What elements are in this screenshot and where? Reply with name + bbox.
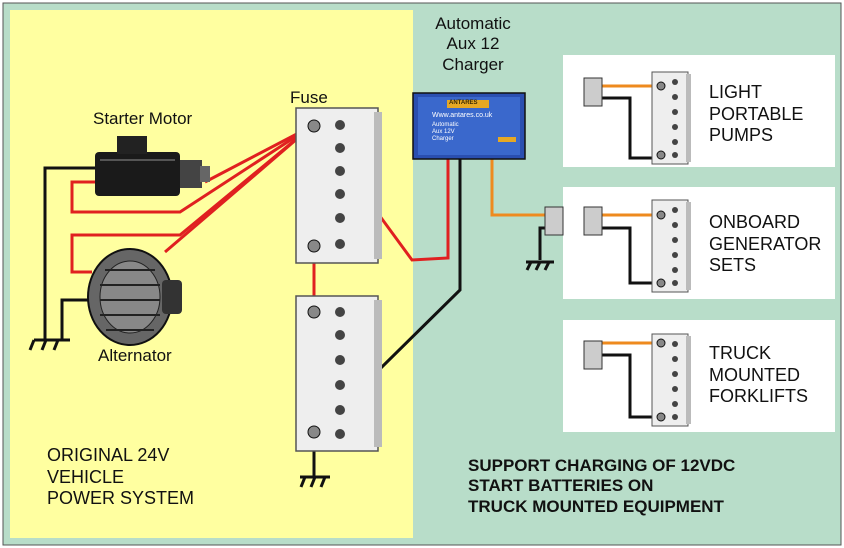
- battery-upper: [295, 107, 382, 264]
- pumps-battery: [651, 71, 691, 165]
- alternator: [87, 248, 182, 346]
- aux-charger: [412, 92, 526, 160]
- charger-brand: ANTARES: [449, 100, 478, 106]
- charger-desc: Automatic Aux 12V Charger: [432, 122, 459, 142]
- orange-wires: [490, 84, 660, 345]
- ground-symbol: [525, 260, 554, 271]
- forklifts-neg-wire: [602, 353, 660, 419]
- forklifts-connector: [583, 340, 603, 370]
- equipment-panel-forklifts: [563, 320, 835, 432]
- generators-neg-wire: [602, 226, 660, 285]
- charger-title: Automatic Aux 12 Charger: [435, 14, 511, 74]
- ground-symbols: [28, 260, 554, 488]
- alternator-red-wire-1: [70, 124, 313, 274]
- junction-connector: [544, 206, 564, 236]
- connector-blocks: [544, 77, 603, 370]
- equipment-label-forklifts: TRUCK MOUNTED FORKLIFTS: [709, 343, 809, 407]
- ground-symbol: [28, 338, 70, 351]
- generators-battery: [651, 199, 691, 293]
- equipment-label-generators: ONBOARD GENERATOR SETS: [709, 212, 822, 276]
- pumps-connector: [583, 77, 603, 107]
- equipment-panel-pumps: [563, 55, 835, 167]
- starter-ground-wire: [43, 166, 95, 340]
- equipment-label-pumps: LIGHT PORTABLE PUMPS: [709, 82, 804, 146]
- vehicle-system-label: ORIGINAL 24V VEHICLE POWER SYSTEM: [47, 445, 195, 509]
- starter-red-wire-1: [70, 124, 313, 214]
- charger-url: Www.antares.co.uk: [432, 112, 493, 119]
- starter-motor: [95, 136, 210, 196]
- pumps-neg-wire: [602, 96, 660, 160]
- fuse-label: Fuse: [290, 88, 328, 107]
- alternator-label: Alternator: [98, 346, 172, 365]
- red-wires: [70, 124, 450, 300]
- equipment-panel-generators: [563, 187, 835, 299]
- forklifts-battery: [651, 333, 691, 427]
- starter-red-wire-2: [204, 124, 313, 184]
- ground-symbol: [299, 475, 330, 488]
- generators-connector: [583, 206, 603, 236]
- support-charging-label: SUPPORT CHARGING OF 12VDC START BATTERIE…: [468, 456, 736, 516]
- alternator-ground-wire: [60, 298, 92, 340]
- battery-lower: [295, 295, 382, 452]
- starter-motor-label: Starter Motor: [93, 109, 193, 128]
- charger-pos-wire: [490, 158, 545, 217]
- alternator-red-wire-2: [164, 124, 313, 254]
